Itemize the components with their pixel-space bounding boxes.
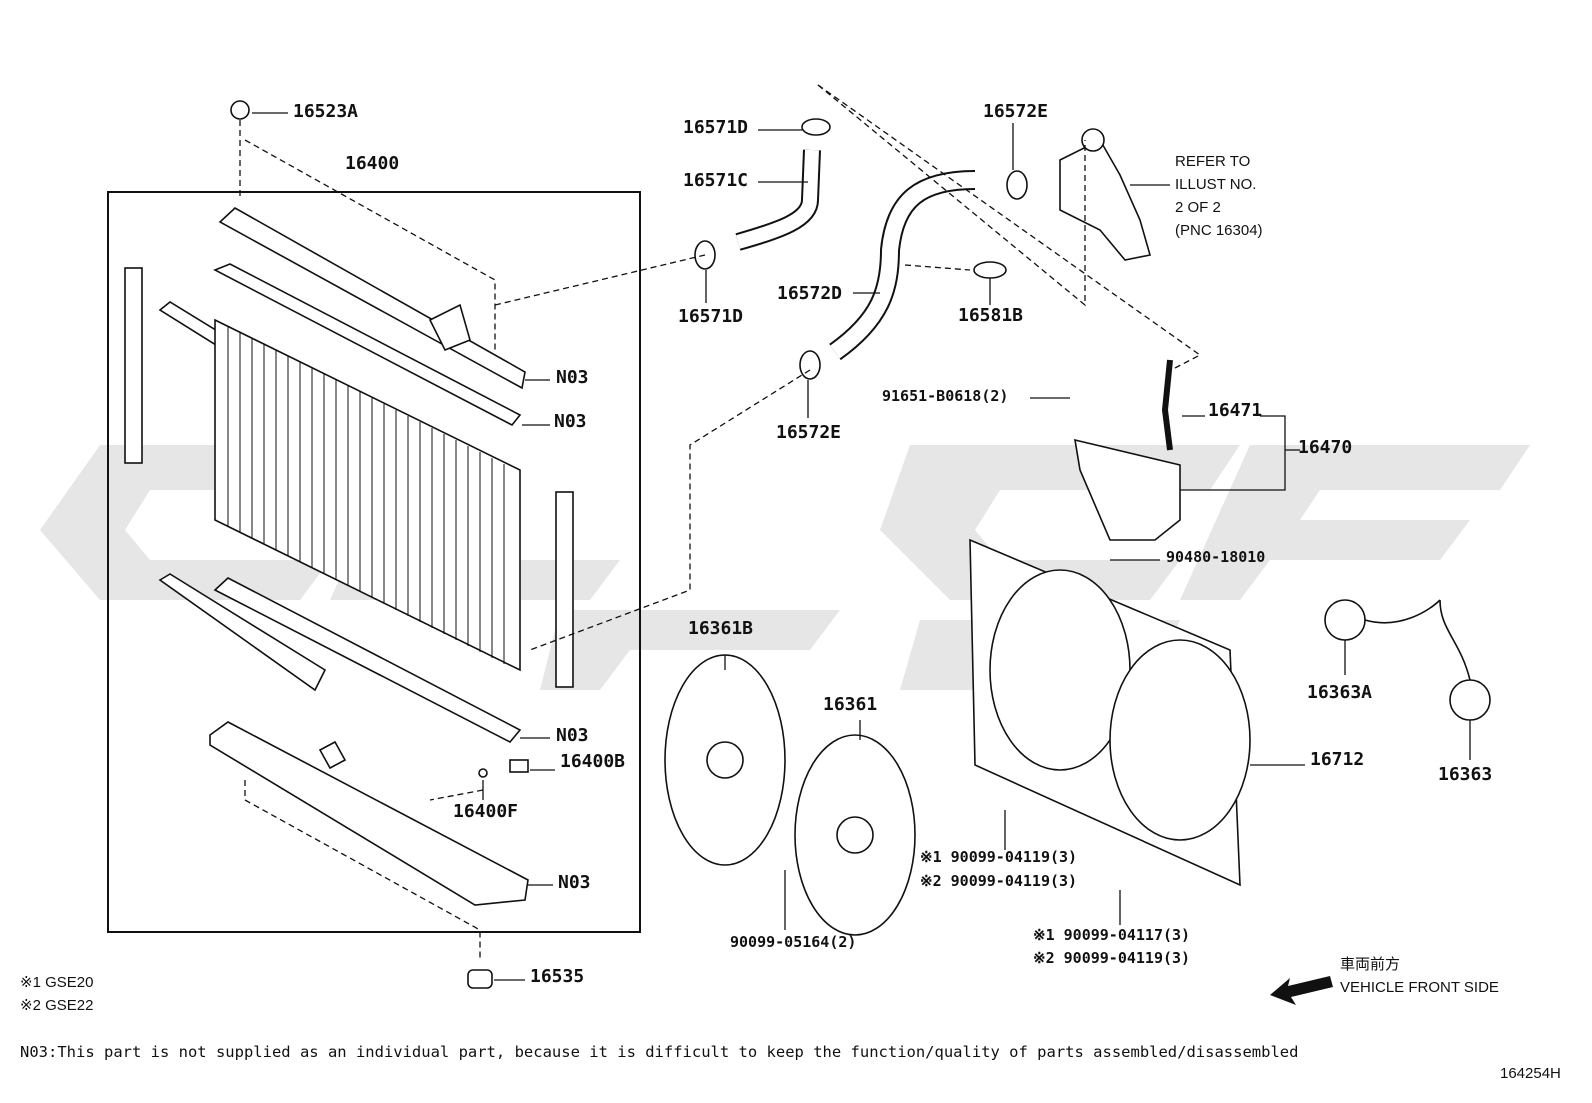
seal-n03-lower [213,577,522,744]
label-16712: 16712 [1310,749,1365,770]
label-n03-4: N03 [558,872,591,893]
note-gse20: ※1 GSE20 [20,974,94,991]
label-16470: 16470 [1298,437,1353,458]
clamp-16571D-top [801,118,831,136]
side-seal-left [124,267,143,464]
label-90099-04119-a1: ※1 90099-04119(3) [920,848,1078,866]
label-90099-04117: ※1 90099-04117(3) [1033,926,1191,944]
label-90099-04119-a2: ※2 90099-04119(3) [920,872,1078,890]
label-16571D-bottom: 16571D [678,306,744,327]
clamp-16581B [973,261,1007,279]
label-16572E-top: 16572E [983,101,1049,122]
label-16363: 16363 [1438,764,1493,785]
cap-16523A [230,100,250,120]
refer-note: REFER TO ILLUST NO. 2 OF 2 (PNC 16304) [1175,150,1263,242]
figure-id: 164254H [1500,1065,1561,1082]
oring-16400F [478,768,488,778]
refer-line-4: (PNC 16304) [1175,222,1263,239]
label-16572E-bottom: 16572E [776,422,842,443]
label-16572D: 16572D [777,283,843,304]
refer-line-3: 2 OF 2 [1175,199,1221,216]
hose-16471 [1161,359,1173,451]
note-n03: N03:This part is not supplied as an indi… [20,1043,1299,1061]
radiator-fins [227,326,505,664]
label-16400B: 16400B [560,751,626,772]
label-90099-04119-b2: ※2 90099-04119(3) [1033,949,1191,967]
label-n03-3: N03 [556,725,589,746]
guide-lines [239,84,1202,960]
label-16361B: 16361B [688,618,754,639]
drain-16400B [509,759,529,773]
label-n03-2: N03 [554,411,587,432]
label-91651-B0618: 91651-B0618(2) [882,387,1009,405]
refer-line-2: ILLUST NO. [1175,176,1257,193]
label-16523A: 16523A [293,101,359,122]
label-n03-1: N03 [556,367,589,388]
label-90480-18010: 90480-18010 [1166,548,1266,566]
refer-line-1: REFER TO [1175,153,1251,170]
label-16400F: 16400F [453,801,519,822]
label-16535: 16535 [530,966,585,987]
clamp-16572E-top [1006,170,1028,200]
front-direction-arrow [1270,976,1333,1005]
side-seal-right [555,491,574,688]
radiator-assembly-box [107,191,641,933]
direction-en: VEHICLE FRONT SIDE [1340,979,1499,996]
label-16571C: 16571C [683,170,749,191]
water-outlet-16304 [1059,138,1152,261]
reserve-tank-16470 [1074,438,1181,541]
clamp-16572E-bottom [799,350,821,380]
direction-jp: 車両前方 [1340,956,1401,973]
label-16361: 16361 [823,694,878,715]
motor-16363 [1449,679,1491,721]
seal-n03-upper [213,263,522,427]
label-90099-05164: 90099-05164(2) [730,933,857,951]
label-16363A: 16363A [1307,682,1373,703]
motor-16363A [1324,599,1366,641]
label-16471: 16471 [1208,400,1263,421]
radiator-core [214,318,521,672]
label-16571D-top: 16571D [683,117,749,138]
label-16400: 16400 [345,153,400,174]
leader-lines [252,112,1471,981]
note-gse22: ※2 GSE22 [20,997,94,1014]
plug-16535 [467,969,493,989]
label-16581B: 16581B [958,305,1024,326]
radiator-lower-tank [209,721,529,906]
